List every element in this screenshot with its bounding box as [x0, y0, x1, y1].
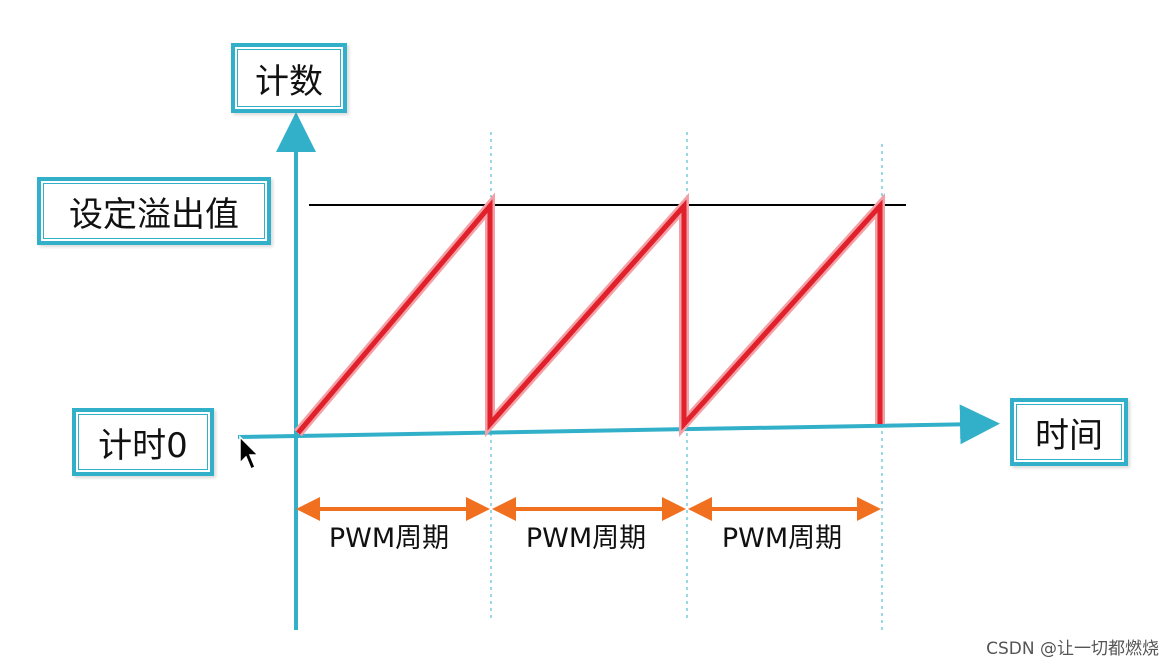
mouse-pointer-icon: [239, 435, 260, 471]
overflow-value-label: 设定溢出值: [37, 177, 271, 245]
x-axis: [237, 404, 1000, 445]
pwm-period-label-2: PWM周期: [525, 523, 647, 554]
overflow-value-label-text: 设定溢出值: [69, 194, 239, 235]
count-zero-label-text: 计时0: [98, 425, 188, 466]
x-axis-label: 时间: [1010, 398, 1128, 466]
pwm-period-label-1: PWM周期: [328, 523, 450, 554]
y-axis-label: 计数: [231, 43, 347, 113]
x-axis-label-text: 时间: [1035, 415, 1103, 456]
y-axis-label-text: 计数: [255, 61, 323, 102]
sawtooth-wave: [296, 199, 883, 435]
pwm-period-label-3: PWM周期: [721, 523, 843, 554]
watermark-text: CSDN @让一切都燃烧: [986, 639, 1159, 659]
count-zero-label: 计时0: [72, 408, 214, 476]
sawtooth-outline: [294, 192, 885, 438]
